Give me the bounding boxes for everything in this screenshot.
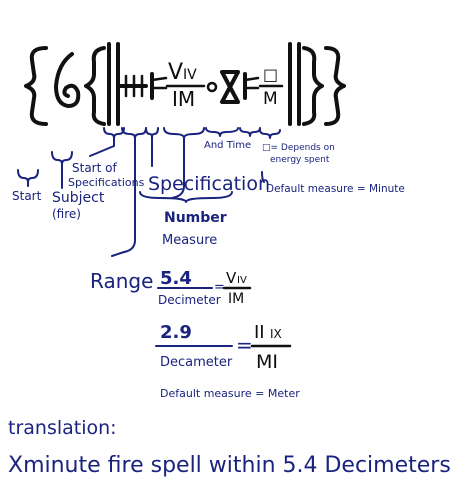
label-default-minute: Default measure = Minute (266, 183, 405, 195)
bracket-depends (259, 129, 281, 139)
bracket-spec-start (103, 127, 125, 139)
spec-bracket (139, 191, 233, 203)
spell-glyph: V IV IM □ M (24, 42, 346, 126)
ex2-equals: = (236, 333, 253, 357)
frac2-denominator: M (263, 89, 278, 109)
bracket-hash (121, 127, 147, 139)
bracket-and-time (205, 127, 239, 137)
connector2-top (243, 76, 260, 82)
segment-brackets (17, 127, 281, 257)
label-range: Range (90, 269, 153, 293)
label-specification: Specification (148, 173, 270, 195)
frac2-numerator: □ (263, 65, 278, 84)
annotation-labels: And Time □= Depends on energy spent Star… (12, 140, 405, 293)
label-default-meter: Default measure = Meter (160, 387, 300, 400)
bracket-fraction (163, 127, 205, 139)
line-range (111, 137, 136, 257)
label-and-time: And Time (204, 140, 251, 151)
left-brace-inner (84, 46, 106, 126)
frac1-denominator: IM (172, 87, 195, 111)
line-spec-start (89, 137, 115, 157)
ex1-glyph-den: IM (228, 291, 244, 307)
example-2: 2.9 Decameter = II IX MI (155, 322, 292, 373)
circle-glyph (206, 81, 218, 93)
ex2-unit: Decameter (160, 355, 233, 370)
bracket-subject (51, 151, 73, 165)
hourglass-glyph (220, 70, 240, 104)
frac1-numerator: V (168, 60, 183, 85)
label-subject: Subject (52, 190, 105, 206)
label-depends-on: □= Depends on (262, 143, 335, 153)
label-depends-on-2: energy spent (270, 155, 330, 165)
start-spiral-glyph (54, 52, 81, 108)
ex2-glyph-den: MI (256, 351, 278, 373)
ex1-glyph-num-sub: IV (237, 275, 247, 286)
label-start-of-spec-2: Specifications (68, 176, 145, 189)
example-1: 5.4 Decimeter = V IV IM (157, 268, 252, 307)
ex2-glyph-num-sub: IX (270, 327, 282, 341)
ex2-number: 2.9 (160, 322, 192, 343)
connector-top (150, 76, 168, 82)
label-start-of-spec-1: Start of (72, 161, 117, 175)
right-brace-inner (302, 46, 324, 126)
ex1-unit: Decimeter (158, 293, 221, 307)
translation-text: Xminute fire spell within 5.4 Decimeters (8, 453, 451, 478)
translation-block: translation: Xminute fire spell within 5… (8, 417, 451, 478)
bracket-start (17, 169, 39, 183)
ex1-number: 5.4 (160, 268, 192, 289)
label-number: Number (164, 210, 227, 226)
translation-heading: translation: (8, 417, 117, 439)
label-measure: Measure (162, 233, 217, 248)
bracket-connector (145, 127, 159, 139)
left-brace-outer (24, 46, 48, 126)
bracket-timeframe (239, 127, 261, 137)
label-subject-fire: (fire) (52, 207, 81, 221)
ex2-glyph-num: II (254, 322, 265, 343)
line-number (171, 137, 185, 199)
bracket-default (261, 171, 265, 183)
label-start: Start (12, 189, 42, 203)
right-brace-outer (324, 46, 346, 126)
ex1-equals: = (214, 280, 225, 295)
frac1-numerator-sub: IV (183, 67, 197, 83)
ex1-glyph-num: V (226, 269, 237, 287)
